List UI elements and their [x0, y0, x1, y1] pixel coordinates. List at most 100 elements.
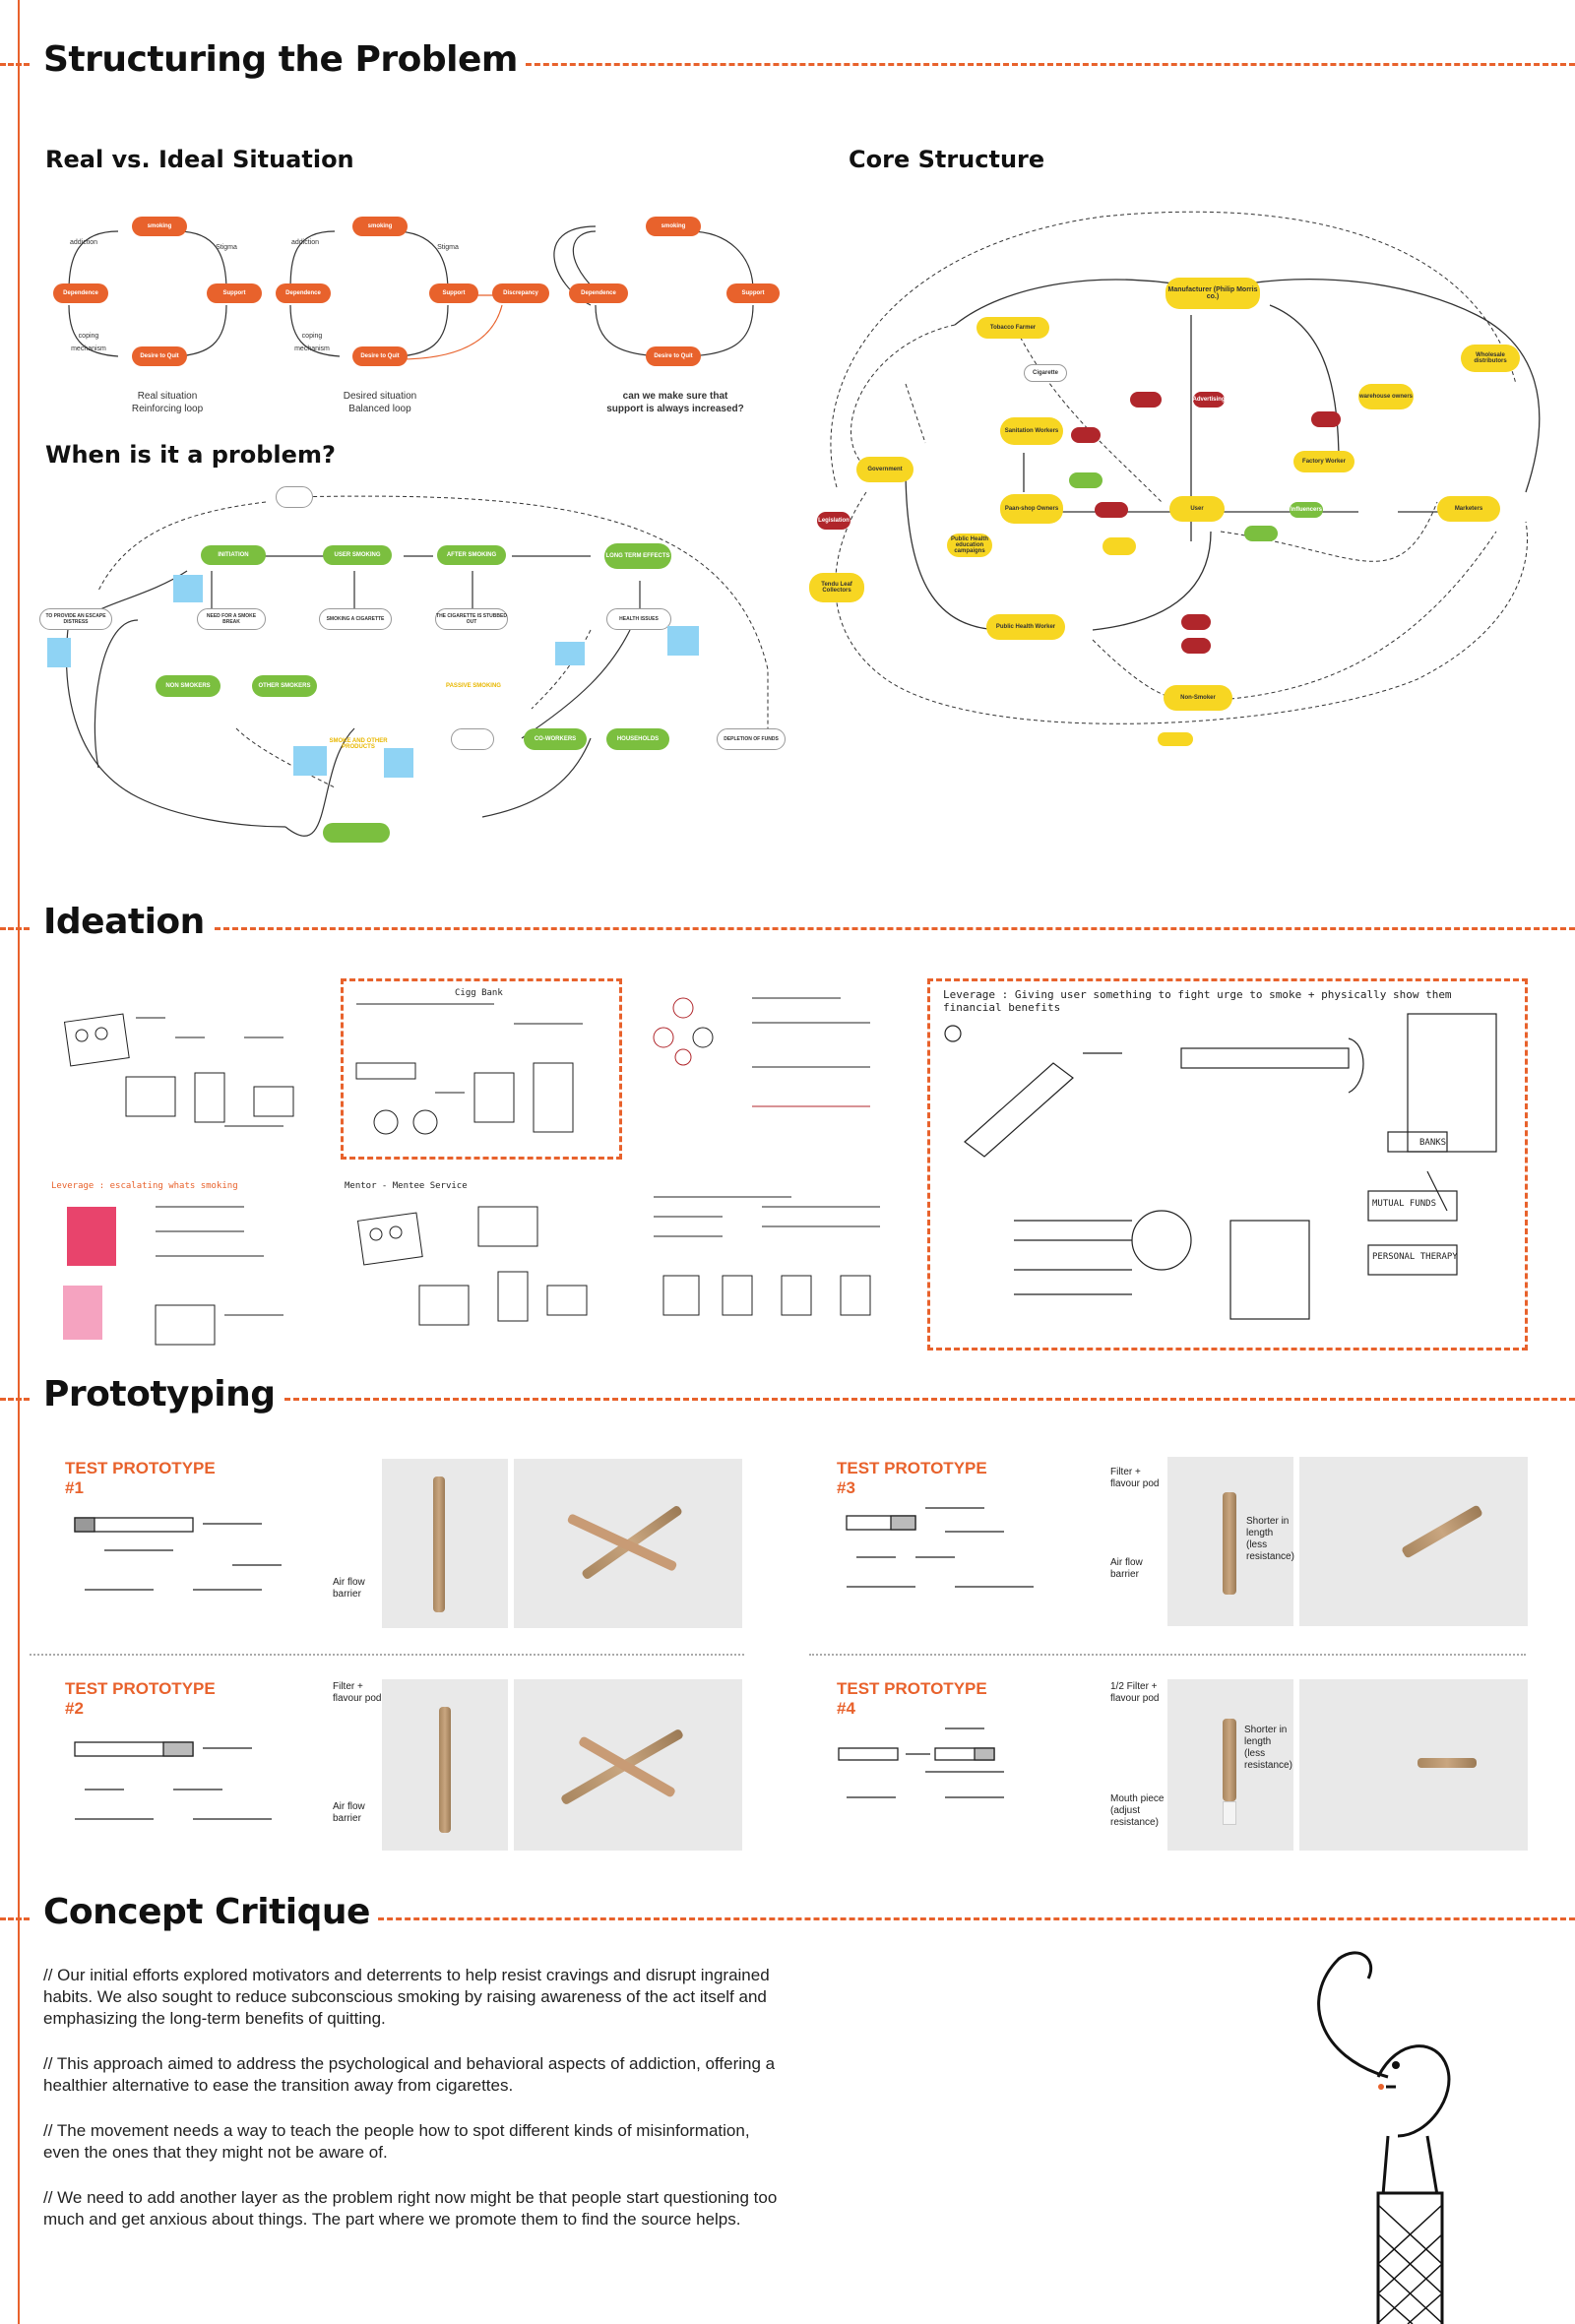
journey-note [173, 575, 203, 602]
journey-node-passive: PASSIVE SMOKING [446, 683, 501, 689]
prototype-label: Mouth piece (adjust resistance) [1110, 1793, 1165, 1828]
loop-node-support: Support [429, 283, 478, 303]
core-node-paan-shop: Paan-shop Owners [1000, 494, 1063, 524]
section-divider [0, 63, 30, 66]
core-node-red [1311, 411, 1341, 427]
journey-note [555, 642, 585, 665]
ideation-highlight-box [927, 978, 1528, 1350]
journey-node-bottom [323, 823, 390, 843]
journey-node-escape: TO PROVIDE AN ESCAPE DISTRESS [39, 608, 112, 630]
core-node-green [1244, 526, 1278, 541]
section-divider [360, 1917, 1575, 1920]
loop-node-desire: Desire to Quit [352, 346, 408, 366]
core-node-red [1071, 427, 1101, 443]
prototype-photo-hand [1299, 1457, 1528, 1626]
prototype-sketch [74, 1741, 272, 1820]
core-node-green [1069, 472, 1102, 488]
critique-paragraph: // We need to add another layer as the p… [43, 2188, 778, 2229]
journey-node-env [451, 728, 494, 750]
core-node-influencers: Influencers [1290, 502, 1323, 518]
core-node-advertising: Advertising [1193, 392, 1226, 408]
loop-node-support: Support [207, 283, 262, 303]
journey-node-passive-3 [610, 673, 673, 703]
core-node-wholesale: Wholesale distributors [1461, 345, 1520, 372]
journey-stage-initiation: INITIATION [201, 545, 266, 565]
prototype-label: Filter + flavour pod [1110, 1467, 1160, 1489]
journey-node-co-workers: CO-WORKERS [524, 728, 587, 750]
journey-node-passive-2 [528, 673, 587, 699]
section-title-ideation: Ideation [43, 902, 213, 942]
section-title-structuring: Structuring the Problem [43, 39, 526, 80]
core-node-non-smoker: Non-Smoker [1164, 685, 1232, 711]
prototype-title: TEST PROTOTYPE #3 [837, 1459, 987, 1497]
prototype-photo-hand [514, 1459, 742, 1628]
core-node-red [1181, 638, 1211, 654]
core-node-public-health: Public Health Worker [986, 614, 1065, 640]
journey-note [47, 638, 71, 667]
journey-node-depletion: DEPLETION OF FUNDS [717, 728, 786, 750]
journey-node-other-smokers: OTHER SMOKERS [252, 675, 317, 697]
ideation-sketch-1 [47, 978, 321, 1154]
loop-node-smoking: smoking [646, 217, 701, 236]
core-node-red [1130, 392, 1162, 408]
ideation-sketch-3 [644, 978, 919, 1154]
prototype-label: Shorter in length (less resistance) [1244, 1725, 1292, 1771]
core-node-government: Government [856, 457, 914, 482]
journey-node-top [276, 486, 313, 508]
section-divider [0, 927, 30, 930]
core-node-cigarette: Cigarette [1024, 364, 1067, 382]
prototype-label: Shorter in length (less resistance) [1246, 1516, 1294, 1562]
prototype-photo [1167, 1457, 1293, 1626]
prototype-label: Filter + flavour pod [333, 1681, 382, 1704]
prototype-label: Air flow barrier [333, 1577, 365, 1600]
core-node-red [1181, 614, 1211, 630]
prototype-photo-hand [1299, 1679, 1528, 1851]
prototype-sketch [846, 1507, 1034, 1588]
loop-node-discrepancy: Discrepancy [492, 283, 549, 303]
prototype-divider [30, 1654, 744, 1656]
prototype-photo [1167, 1679, 1293, 1851]
prototype-title: TEST PROTOTYPE #4 [837, 1679, 987, 1718]
journey-note [293, 746, 327, 776]
ideation-sketch-cigg-bank: Cigg Bank [346, 984, 616, 1154]
ideation-sketch-leverage: Leverage : Giving user something to figh… [935, 984, 1520, 1345]
journey-node-households: HOUSEHOLDS [606, 728, 669, 750]
loop-node-desire: Desire to Quit [132, 346, 187, 366]
loop-node-smoking: smoking [352, 217, 408, 236]
critique-paragraph: // This approach aimed to address the ps… [43, 2054, 776, 2095]
prototype-title: TEST PROTOTYPE #2 [65, 1679, 216, 1718]
loop-subcaption: Reinforcing loop [131, 404, 204, 414]
prototype-photo [382, 1679, 508, 1851]
prototype-divider [809, 1654, 1526, 1656]
prototype-photo [382, 1459, 508, 1628]
subtitle-when-problem: When is it a problem? [45, 441, 336, 469]
loop-node-dependence: Dependence [53, 283, 108, 303]
section-title-prototyping: Prototyping [43, 1374, 284, 1414]
loop-node-dependence: Dependence [569, 283, 628, 303]
section-divider [472, 63, 1575, 66]
ideation-sketch-escalating: Leverage : escalating whats smoking [47, 1177, 315, 1350]
ideation-sketch-mentor: Mentor - Mentee Service [341, 1177, 622, 1350]
prototype-title: TEST PROTOTYPE #1 [65, 1459, 216, 1497]
loop-node-dependence: Dependence [276, 283, 331, 303]
core-node-user: User [1169, 496, 1225, 522]
loop-subcaption: Balanced loop [348, 404, 411, 414]
core-node-marketers: Marketers [1437, 496, 1500, 522]
loop-caption: can we make sure that support is always … [606, 391, 744, 414]
journey-note [384, 748, 413, 778]
core-node-tendu: Tendu Leaf Collectors [809, 573, 864, 602]
subtitle-real-vs-ideal: Real vs. Ideal Situation [45, 146, 354, 173]
journey-node-stubbed: THE CIGARETTE IS STUBBED OUT [435, 608, 508, 630]
journey-node-smoking-cig: SMOKING A CIGARETTE [319, 608, 392, 630]
core-node-red [1095, 502, 1128, 518]
core-node-manufacturer: Manufacturer (Philip Morris co.) [1166, 278, 1260, 309]
ideation-highlight-box [341, 978, 622, 1160]
journey-stage-long-term: LONG TERM EFFECTS [604, 543, 671, 569]
section-title-critique: Concept Critique [43, 1892, 378, 1932]
core-node-legislation: Legislation [817, 512, 850, 530]
prototype-sketch [74, 1517, 282, 1591]
journey-diagram-lines [66, 495, 769, 837]
core-node-yellow [1158, 732, 1193, 746]
journey-node-smoke-products: SMOKE AND OTHER PRODUCTS [329, 738, 388, 750]
subtitle-core-structure: Core Structure [849, 146, 1045, 173]
